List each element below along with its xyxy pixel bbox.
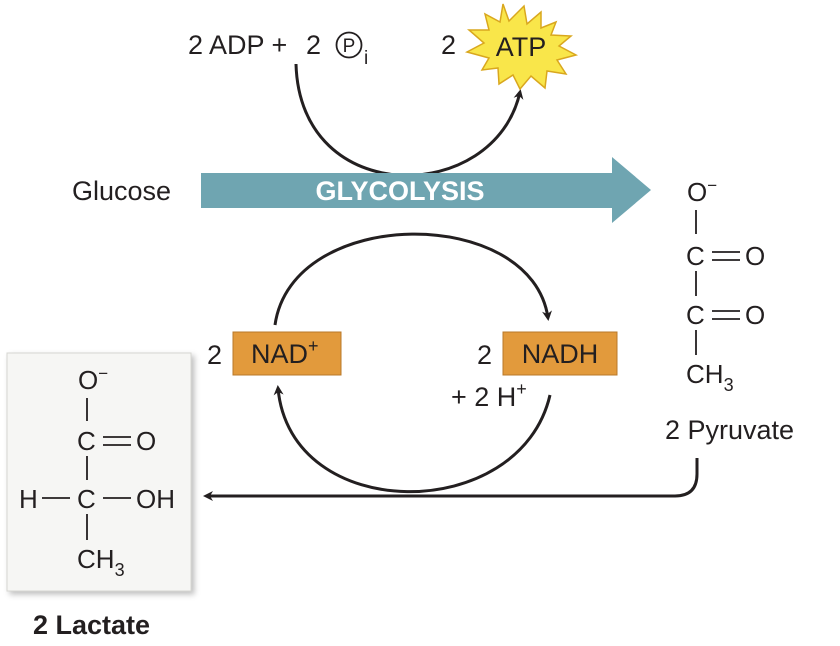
pi-coefficient: 2 (306, 30, 321, 60)
proton-label: + 2 H+ (451, 379, 527, 412)
pyruvate-oxygen-1: O (745, 241, 765, 271)
lactate-carbon-2: C (77, 484, 96, 514)
nad-box (232, 331, 342, 376)
lactate-oxide: O− (78, 364, 108, 395)
lactate-structure: O− C O H C OH CH3 (19, 364, 175, 580)
lactate-hydrogen: H (19, 484, 38, 514)
lactate-methyl: CH3 (77, 544, 125, 580)
glycolysis-arrow (201, 157, 651, 223)
atp-starburst (464, 3, 579, 91)
pyruvate-to-lactate-arrow (203, 458, 699, 501)
pyruvate-carbon-1: C (686, 241, 705, 271)
lactate-hydroxyl: OH (136, 484, 175, 514)
nad-label: NAD+ (251, 336, 319, 369)
nad-to-nadh-arrow (273, 232, 552, 326)
phosphate-circle-icon (335, 31, 363, 59)
glucose-label: Glucose (72, 176, 171, 206)
pyruvate-carbon-2: C (686, 300, 705, 330)
nadh-label: NADH (522, 339, 599, 369)
atp-coefficient: 2 (441, 30, 456, 60)
lactate-label: 2 Lactate (33, 610, 150, 640)
lactate-oxygen: O (136, 426, 156, 456)
glycolysis-label: GLYCOLYSIS (315, 176, 484, 206)
pyruvate-structure: O− C O C O CH3 (686, 176, 765, 395)
atp-label: ATP (496, 32, 547, 62)
pyruvate-oxygen-2: O (745, 300, 765, 330)
pyruvate-label: 2 Pyruvate (665, 415, 794, 445)
pyruvate-oxide: O− (687, 176, 717, 207)
nadh-coefficient: 2 (477, 340, 492, 370)
lactate-carbon-1: C (77, 426, 96, 456)
nad-coefficient: 2 (207, 340, 222, 370)
nadh-box (502, 331, 618, 376)
phosphate-symbol: P (343, 36, 356, 57)
phosphate-subscript: i (364, 48, 368, 69)
pyruvate-methyl: CH3 (686, 359, 734, 395)
atp-curve-arrow (294, 63, 524, 177)
adp-label: 2 ADP + (188, 30, 287, 60)
nadh-to-nad-arrow (273, 385, 552, 494)
lactate-panel (6, 352, 192, 592)
